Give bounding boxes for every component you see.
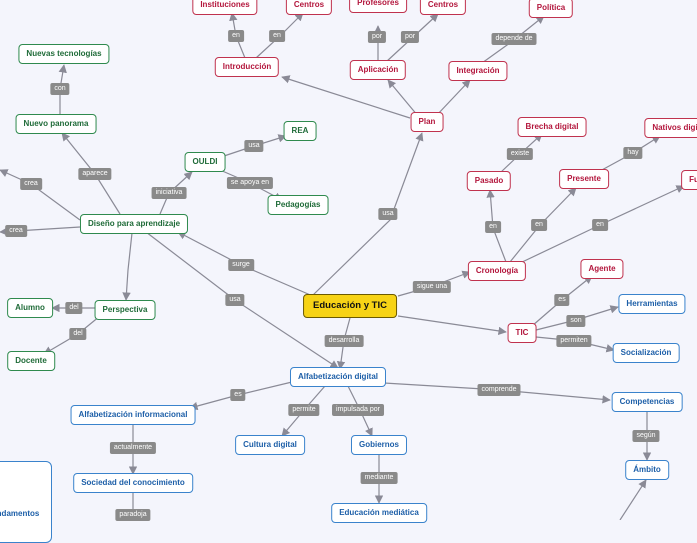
connector-line	[387, 79, 419, 117]
node-profesores[interactable]: Profesores	[349, 0, 407, 13]
connector-line	[619, 479, 647, 520]
edge-label-es: es	[554, 294, 570, 306]
node-perspectiva[interactable]: Perspectiva	[94, 300, 156, 320]
node-cronologia[interactable]: Cronología	[467, 261, 527, 281]
node-centros-intro[interactable]: Centros	[285, 0, 333, 15]
edge-label-en: en	[228, 30, 244, 42]
edge-label-paradoja: paradoja	[115, 509, 151, 521]
edge-label-por: por	[367, 31, 387, 43]
edge-label-es: es	[230, 389, 246, 401]
edge-label-existe: existe	[506, 148, 534, 160]
node-tic[interactable]: TIC	[507, 323, 537, 343]
node-herramientas[interactable]: Herramientas	[618, 294, 686, 314]
edge-label-aparece: aparece	[78, 168, 112, 180]
edge-label-desarrolla: desarrolla	[324, 335, 364, 347]
node-sociedad-conocimiento[interactable]: Sociedad del conocimiento	[73, 473, 193, 493]
node-centros-aplicacion[interactable]: Centros	[419, 0, 467, 15]
edge-label-actualmente: actualmente	[109, 442, 157, 454]
edge-label-usa: usa	[244, 140, 264, 152]
edge-label-comprende: comprende	[477, 384, 521, 396]
edge-label-segun: según	[632, 430, 660, 442]
edge-label-hay: hay	[623, 147, 643, 159]
connector-line	[122, 232, 133, 301]
edge-label-permite: permite	[288, 404, 320, 416]
node-nativos-digitales[interactable]: Nativos digi	[644, 118, 697, 138]
node-docente[interactable]: Docente	[7, 351, 55, 371]
node-ambito[interactable]: Ámbito	[625, 460, 669, 480]
edge-label-del: del	[69, 328, 87, 340]
node-plan[interactable]: Plan	[410, 112, 444, 132]
connector-line	[311, 132, 424, 297]
node-alfabetizacion-digital[interactable]: Alfabetización digital	[289, 367, 387, 387]
node-integracion[interactable]: Integración	[448, 61, 508, 81]
node-politica[interactable]: Política	[528, 0, 574, 18]
edge-label-con: con	[50, 83, 70, 95]
root-node-educacion-tic[interactable]: Educación y TIC	[303, 294, 397, 318]
fundamentos-frame	[0, 461, 52, 543]
edge-label-surge: surge	[228, 259, 254, 271]
node-alfabetizacion-informacional[interactable]: Alfabetización informacional	[70, 405, 196, 425]
edge-label-del: del	[65, 302, 83, 314]
edge-label-en: en	[485, 221, 501, 233]
edge-label-por: por	[400, 31, 420, 43]
node-introduccion[interactable]: Introducción	[214, 57, 280, 77]
node-pedagogias[interactable]: Pedagogías	[267, 195, 329, 215]
connector-line	[435, 79, 471, 117]
edge-label-usa: usa	[378, 208, 398, 220]
edge-label-usa: usa	[225, 294, 245, 306]
edge-label-son: son	[566, 315, 586, 327]
node-nuevas-tecnologias[interactable]: Nuevas tecnologías	[18, 44, 110, 64]
node-ouldi[interactable]: OULDI	[184, 152, 226, 172]
node-alumno[interactable]: Alumno	[7, 298, 53, 318]
edge-label-se-apoya-en: se apoya en	[226, 177, 274, 189]
node-aplicacion[interactable]: Aplicación	[349, 60, 407, 80]
node-cultura-digital[interactable]: Cultura digital	[235, 435, 305, 455]
edge-label-crea: crea	[20, 178, 42, 190]
edge-label-crea: crea	[5, 225, 27, 237]
edge-label-en: en	[269, 30, 285, 42]
node-diseno-aprendizaje[interactable]: Diseño para aprendizaje	[79, 214, 189, 234]
node-presente[interactable]: Presente	[559, 169, 609, 189]
node-rea[interactable]: REA	[283, 121, 317, 141]
edge-label-mediante: mediante	[360, 472, 398, 484]
connector-line	[281, 75, 411, 119]
node-competencias[interactable]: Competencias	[611, 392, 683, 412]
edge-label-en: en	[531, 219, 547, 231]
node-pasado[interactable]: Pasado	[466, 171, 512, 191]
node-fundamentos[interactable]: ndamentos	[0, 509, 40, 518]
node-agente[interactable]: Agente	[580, 259, 624, 279]
edge-label-impulsada-por: impulsada por	[332, 404, 384, 416]
edge-label-en: en	[592, 219, 608, 231]
node-brecha-digital[interactable]: Brecha digital	[517, 117, 587, 137]
edge-label-depende-de: depende de	[491, 33, 537, 45]
node-nuevo-panorama[interactable]: Nuevo panorama	[15, 114, 97, 134]
node-futuro[interactable]: Fu	[681, 170, 697, 190]
connector-line	[397, 315, 507, 336]
node-educacion-mediatica[interactable]: Educación mediática	[331, 503, 427, 523]
node-gobiernos[interactable]: Gobiernos	[350, 435, 408, 455]
node-instituciones[interactable]: Instituciones	[192, 0, 258, 15]
node-socializacion[interactable]: Socialización	[612, 343, 680, 363]
edge-label-permiten: permiten	[556, 335, 592, 347]
edge-label-sigue-una: sigue una	[412, 281, 452, 293]
edge-label-iniciativa: iniciativa	[151, 187, 187, 199]
